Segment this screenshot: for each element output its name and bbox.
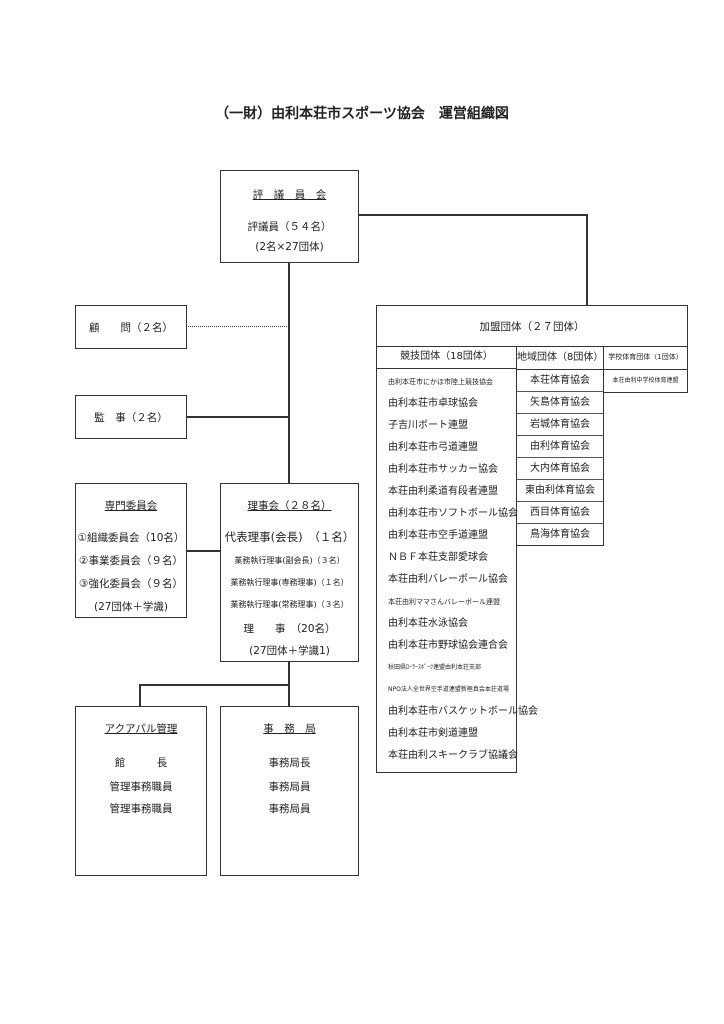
committee-item: (27団体＋学識) <box>93 601 169 613</box>
board-item: 代表理事(会長) （１名） <box>224 530 355 544</box>
competition-org-item: 本荘由利バレーボール協会 <box>388 574 508 585</box>
competition-org-item: 由利本荘市バスケットボール協会 <box>388 706 538 717</box>
council-line: 評議員（５４名） <box>247 221 332 233</box>
competition-org-item: ＮＢＦ本荘支部愛球会 <box>388 552 488 563</box>
competition-org-item: NPO法人全世界空手道連盟新極真会本荘道場 <box>388 686 509 693</box>
connector-line <box>139 684 289 686</box>
board-item: 業務執行理事(副会長)（３名） <box>234 556 345 565</box>
competition-org-item: 由利本荘市卓球協会 <box>388 398 478 409</box>
council-heading: 評 議 員 会 <box>252 189 327 201</box>
board-heading: 理事会（２８名） <box>247 500 332 512</box>
connector-line <box>288 661 290 706</box>
competition-org-item: 由利本荘市空手道連盟 <box>388 530 488 541</box>
board-item: 業務執行理事(専務理事)（１名） <box>230 578 349 587</box>
board-item: (27団体＋学識1) <box>249 645 330 657</box>
connector-line <box>186 550 220 552</box>
regional-org-item: 大内体育協会 <box>516 458 604 480</box>
regional-org-item: 西目体育協会 <box>516 502 604 524</box>
office-item: 事務局長 <box>268 757 311 769</box>
auditor-box: 監 事（２名） <box>75 395 187 439</box>
regional-org-item: 東由利体育協会 <box>516 480 604 502</box>
advisor-box: 顧 問（２名） <box>75 305 187 349</box>
aquapal-heading: アクアパル管理 <box>104 723 178 735</box>
competition-org-item: 本荘由利柔道有段者連盟 <box>388 486 498 497</box>
connector-line <box>358 214 587 216</box>
office-item: 事務局員 <box>268 803 311 815</box>
competition-org-item: 由利本荘市野球協会連合会 <box>388 640 508 651</box>
council-box: 評 議 員 会 評議員（５４名） (2名×27団体) <box>220 170 359 263</box>
committee-item: ②事業委員会（９名） <box>79 555 183 567</box>
competition-org-item: 本荘由利スキークラブ協議会 <box>388 750 518 761</box>
school-heading: 学校体育団体（1団体） <box>603 346 688 370</box>
competition-column <box>376 346 517 773</box>
regional-org-item: 由利体育協会 <box>516 436 604 458</box>
board-item: 理 事 （20名） <box>243 623 336 635</box>
connector-line <box>139 684 141 706</box>
aquapal-item: 館 長 <box>114 757 168 769</box>
regional-heading: 地域団体（8団体） <box>516 346 604 370</box>
member-orgs-header: 加盟団体（２７団体） <box>376 305 688 347</box>
advisor-label: 顧 問（２名） <box>89 322 173 334</box>
committee-item: ①組織委員会（10名） <box>77 532 185 544</box>
office-box: 事 務 局 事務局長 事務局員 事務局員 <box>220 706 359 876</box>
competition-org-item: 由利本荘市にかほ市陸上競技協会 <box>388 378 493 386</box>
competition-org-item: 子吉川ボート連盟 <box>388 420 468 431</box>
committee-item: ③強化委員会（９名） <box>79 578 183 590</box>
competition-org-item: 由利本荘市サッカー協会 <box>388 464 498 475</box>
board-item: 業務執行理事(常務理事)（３名） <box>230 600 349 609</box>
board-box: 理事会（２８名） 代表理事(会長) （１名） 業務執行理事(副会長)（３名） 業… <box>220 483 359 662</box>
aquapal-box: アクアパル管理 館 長 管理事務職員 管理事務職員 <box>75 706 207 876</box>
competition-heading: 競技団体（18団体） <box>376 346 517 369</box>
office-item: 事務局員 <box>268 781 311 793</box>
competition-org-item: 本荘由利ママさんバレーボール連盟 <box>388 598 500 606</box>
school-item: 本荘由利中学校体育連盟 <box>603 369 688 393</box>
aquapal-item: 管理事務職員 <box>109 781 173 793</box>
page-title: （一財）由利本荘市スポーツ協会 運営組織図 <box>215 106 509 122</box>
council-line: (2名×27団体) <box>255 241 324 253</box>
connector-line <box>288 262 290 483</box>
competition-org-item: 由利本荘市ソフトボール協会 <box>388 508 518 519</box>
regional-org-item: 鳥海体育協会 <box>516 524 604 546</box>
connector-line <box>186 416 289 418</box>
regional-org-item: 岩城体育協会 <box>516 414 604 436</box>
regional-org-item: 本荘体育協会 <box>516 370 604 392</box>
office-heading: 事 務 局 <box>263 723 316 735</box>
connector-line <box>586 214 588 305</box>
regional-org-item: 矢島体育協会 <box>516 392 604 414</box>
committee-box: 専門委員会 ①組織委員会（10名） ②事業委員会（９名） ③強化委員会（９名） … <box>75 483 187 618</box>
committee-heading: 専門委員会 <box>104 500 158 512</box>
auditor-label: 監 事（２名） <box>94 412 168 424</box>
dotted-connector-line <box>186 326 289 327</box>
competition-org-item: 秋田県ﾛｰﾗｰｽﾎﾟｰﾂ連盟由利本荘支部 <box>388 664 482 671</box>
aquapal-item: 管理事務職員 <box>109 803 173 815</box>
competition-org-item: 由利本荘市剣道連盟 <box>388 728 478 739</box>
competition-org-item: 由利本荘水泳協会 <box>388 618 468 629</box>
member-orgs-heading: 加盟団体（２７団体） <box>479 321 585 333</box>
competition-org-item: 由利本荘市弓道連盟 <box>388 442 478 453</box>
